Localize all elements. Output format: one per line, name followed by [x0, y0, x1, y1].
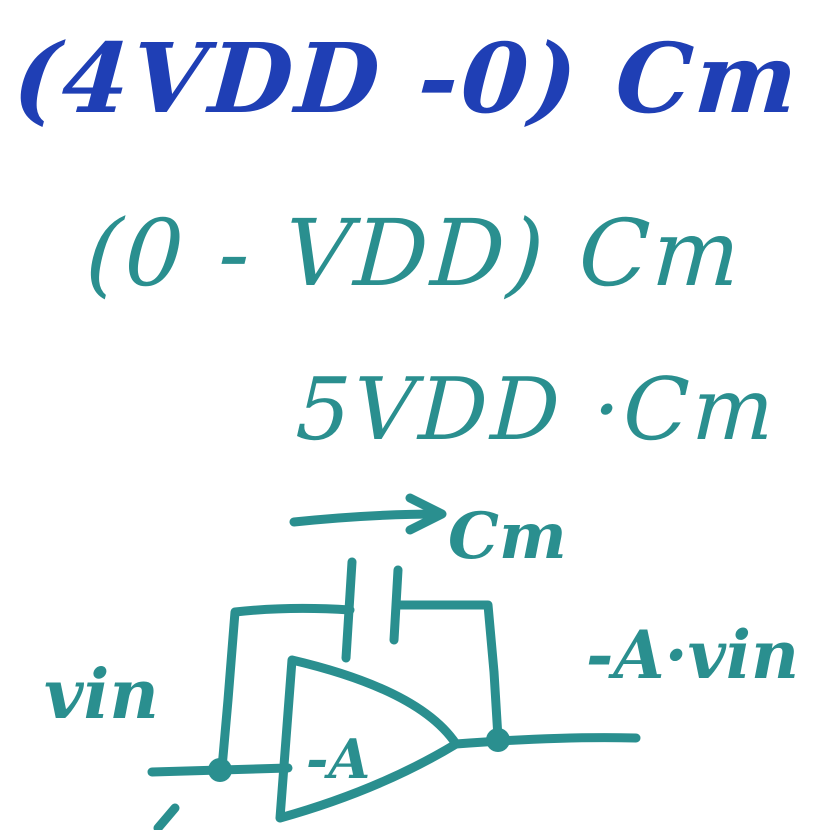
capacitor-label: Cm [448, 499, 567, 574]
feedback-wire-right [393, 600, 503, 743]
input-tick [153, 803, 180, 830]
output-wire [451, 733, 641, 749]
arrow-shaft [289, 509, 445, 527]
input-label: vin [44, 655, 159, 735]
output-label: -A·vin [586, 616, 799, 694]
input-junction-dot [208, 758, 232, 782]
feedback-wire-left [217, 603, 355, 773]
amplifier-gain-label: -A [306, 727, 370, 791]
arrow-head [405, 493, 447, 535]
output-junction-dot [486, 728, 510, 752]
